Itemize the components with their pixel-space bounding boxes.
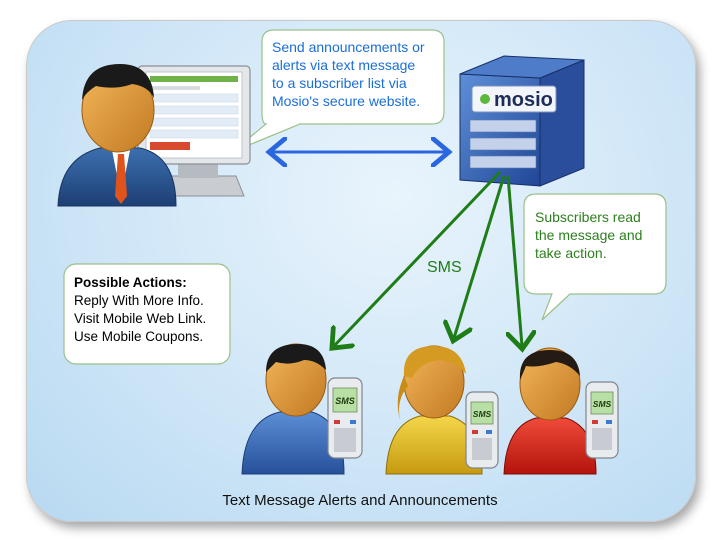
subscriber-woman-yellow-icon: SMS — [385, 345, 499, 475]
phone-screen-text: SMS — [335, 396, 355, 406]
server-logo: mosio — [494, 89, 553, 111]
computer-monitor-icon — [137, 65, 251, 197]
actions-title: Possible Actions: — [74, 275, 187, 290]
phone-screen-text: SMS — [473, 409, 492, 419]
businessman-icon — [57, 64, 177, 207]
diagram-caption: Text Message Alerts and Announcements — [222, 492, 498, 509]
phone-icon: SMS — [465, 391, 499, 469]
sms-arrows — [334, 170, 522, 346]
action-item: Reply With More Info. — [74, 293, 204, 308]
action-item: Use Mobile Coupons. — [74, 329, 204, 344]
phone-icon: SMS — [327, 377, 363, 459]
sms-arrow-middle — [454, 175, 506, 338]
sms-arrow-left — [334, 170, 502, 346]
phone-screen-text: SMS — [593, 399, 612, 409]
action-item: Visit Mobile Web Link. — [74, 311, 207, 326]
sender-callout-text: Send announcements or alerts via text me… — [272, 39, 425, 109]
sms-arrow-right — [508, 175, 522, 346]
sender-callout-bubble — [231, 29, 445, 153]
server-icon: mosio — [459, 55, 585, 187]
actions-box — [63, 263, 231, 365]
possible-actions: Possible Actions: Reply With More Info. … — [74, 274, 234, 346]
subscriber-callout-bubble — [523, 193, 667, 321]
sms-arrow-label: SMS — [427, 259, 462, 276]
subscriber-man-blue-icon: SMS — [241, 343, 363, 475]
subscriber-man-red-icon: SMS — [503, 347, 619, 475]
phone-icon: SMS — [585, 381, 619, 459]
subscriber-callout-text: Subscribers read the message and take ac… — [535, 209, 643, 261]
